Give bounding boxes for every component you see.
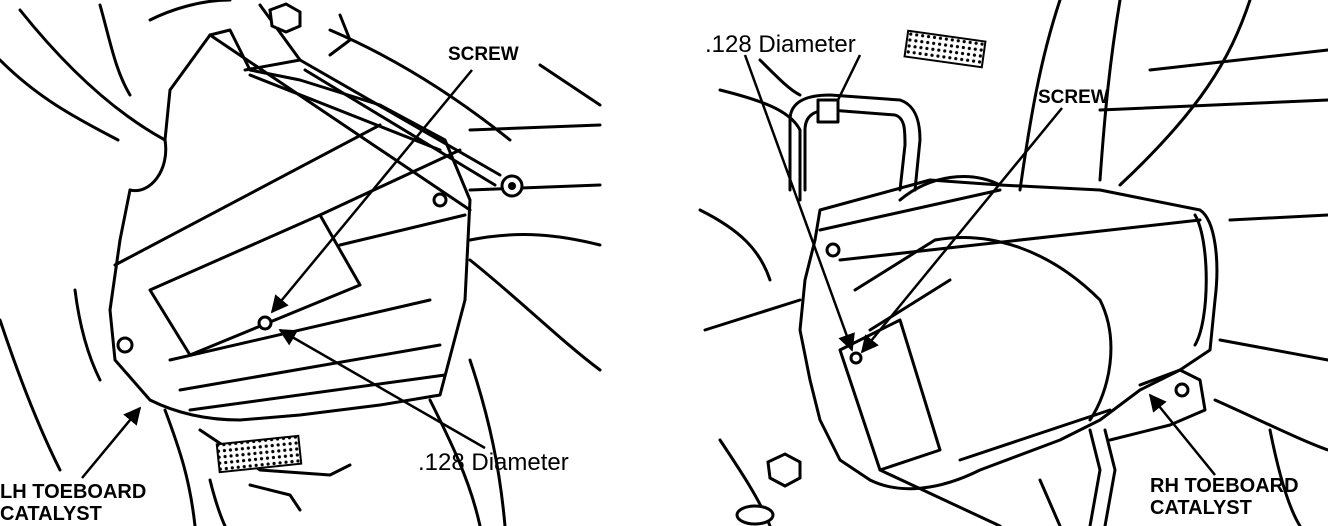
left-screw-point <box>257 315 273 331</box>
right-bracket <box>1038 368 1207 526</box>
right-heat-shield <box>798 175 1219 491</box>
left-screw-label: SCREW <box>448 44 519 65</box>
right-screw-point <box>849 351 863 365</box>
left-catalyst-label-line1: LH TOEBOARD <box>0 481 146 503</box>
right-screw-label: SCREW <box>1038 87 1109 108</box>
left-catalyst-label-line2: CATALYST <box>0 503 102 525</box>
left-diameter-label: .128 Diameter <box>418 449 569 476</box>
right-underbody-lines <box>698 0 1328 526</box>
left-underbody-lines <box>0 0 602 526</box>
right-leader-lines <box>743 54 1216 476</box>
right-catalyst-label-line1: RH TOEBOARD <box>1150 475 1299 497</box>
right-catalyst-label-line2: CATALYST <box>1150 497 1252 519</box>
right-panel: .128 Diameter SCREW RH TOEBOARD CATALYST <box>698 0 1328 526</box>
left-mesh-grille <box>215 434 303 474</box>
left-nut-fitting <box>268 2 524 198</box>
left-fuel-line <box>298 13 502 187</box>
left-mounting-holes <box>116 192 448 354</box>
right-mesh-grille <box>903 29 987 69</box>
left-leader-lines <box>81 69 486 479</box>
right-bolt <box>735 452 802 526</box>
left-panel: SCREW .128 Diameter LH TOEBOARD CATALYST <box>0 0 602 526</box>
right-tubing <box>788 93 922 192</box>
left-heat-shield <box>108 28 472 422</box>
right-mounting-holes <box>825 242 1190 398</box>
right-diameter-label: .128 Diameter <box>705 31 856 58</box>
